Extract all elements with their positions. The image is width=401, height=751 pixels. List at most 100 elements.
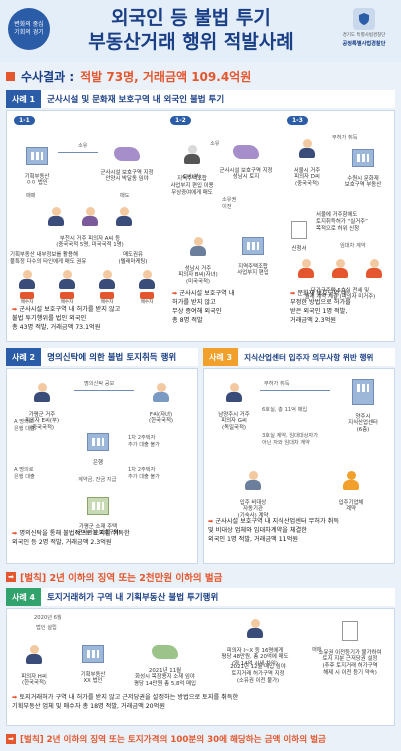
c11-right-note: 매도권유 (텔레마케팅) [118, 252, 148, 265]
arrow-right-icon: ➡ [290, 290, 298, 297]
c4-suspect: 피의자 H씨 (한국국적) [10, 638, 58, 687]
c4-corp: 기획부동산 XX 법인 [66, 638, 120, 685]
case4-tag: 사례 4 [6, 588, 42, 606]
buyer-2: 매수자 [52, 270, 82, 306]
case1-tag: 사례 1 [6, 90, 42, 108]
penalty-1: ➡ [벌칙] 2년 이하의 징역 또는 2천만원 이하의 벌금 [6, 568, 395, 586]
c4-split: 피의자 I~X 등 16명에게 평당 48만원, 총 20억에 매도 (약 14… [208, 612, 302, 668]
c3-tenant2: 입주기업체 계약 [318, 464, 384, 513]
c4-pay-label: 매매 [312, 647, 322, 653]
building-icon [26, 146, 48, 165]
result-label: 수사결과 : [21, 69, 75, 84]
c12-owner-label: 소유 [210, 141, 220, 147]
c4-year-label: 법인 설립 [36, 625, 57, 631]
forest-land-icon [152, 644, 178, 659]
c3-suspect: 남양주시 거주 피의자 G씨 (독일국적) [208, 376, 260, 432]
case1-note-1: ➡ 군사시설 보호구역 내 허가를 받지 않고 불법 투기행위를 법인 외국인 … [12, 306, 121, 331]
case2-tag: 사례 2 [6, 348, 42, 366]
arrow-right-icon: ➡ [12, 306, 20, 313]
arrow-right-icon: ➡ [6, 734, 16, 744]
step-1-1: 1-1 [14, 116, 35, 125]
case3-tag: 사례 3 [203, 348, 239, 366]
c11-left-note: 기획부동산 내부정보를 활용해 불특정 다수의 타인에게 매도 권유 [10, 252, 87, 265]
case3-title: 지식산업센터 입주자 의무사항 위반 행위 [244, 352, 374, 362]
case2-title: 명의신탁에 의한 불법 토지취득 행위 [47, 353, 177, 363]
c3-rent2-label: 3호실 계약, 임대대상자가 아닌 자와 임대차 계약 [262, 433, 318, 446]
bank-icon [87, 432, 109, 451]
c4-victims: 소유권 이전등기가 불가하여 토지 지분 근저당권 설정 (추후 토지거래 허가… [306, 614, 394, 677]
c11-sell-label: 매매 [26, 193, 36, 199]
person-icon [153, 382, 169, 403]
person-icon [299, 138, 315, 159]
c13-rent-label: 임대차 계약 [340, 243, 366, 249]
c2-father: 가평군 거주 피의자 E씨(부) (중국국적) [12, 376, 72, 432]
heritage-building-icon [352, 148, 374, 167]
c4-sold: 2021년 12월 매입 임야 토지거래 허가구역 지정 (소유권 이전 불가) [230, 664, 286, 684]
person-icon [247, 618, 263, 639]
gyeonggi-slogan-badge: 변화의 중심 기회의 경기 [8, 8, 50, 50]
c13-apply: 신청서 [286, 214, 312, 252]
arrow-icon [260, 390, 330, 391]
c11-corp: 기획부동산 ㅇㅇ 법인 [14, 140, 60, 187]
org-name: 공정특별사법경찰단 [342, 41, 386, 47]
case1-title: 군사시설 및 문화재 보호구역 내 외국인 불법 투기 [47, 95, 225, 105]
title-line-2: 부동산거래 행위 적발사례 [88, 31, 294, 53]
case1-header: 사례 1 군사시설 및 문화재 보호구역 내 외국인 불법 투기 [6, 90, 395, 108]
square-bullet-icon [6, 71, 15, 81]
c3-buy-label: 무허가 취득 [264, 381, 290, 387]
case3-note: ➡ 군사시설 보호구역 내 지식산업센터 무허가 취득 및 비대상 업체와 임대… [208, 518, 340, 543]
case2-note: ➡ 명의신탁을 통해 불법적으로 토지를 취득한 외국인 등 2명 적발, 거래… [12, 530, 130, 546]
title-line-1: 외국인 등 불법 투기 [111, 7, 271, 29]
c3-tenant1: 입주 비대상 자동기관 (기숙사) 계약 [220, 464, 286, 520]
c2-land: 가평군 소재 주택 (군사시설 보호구역) [56, 490, 140, 537]
c2-mortgage-a: A 명의로 은행 대출 [14, 419, 35, 432]
c2-loan-note: 1차 2주택자 추가 대출 불가 [128, 435, 160, 448]
case4-header: 사례 4 토지거래허가 구역 내 기획부동산 불법 투기행위 [6, 588, 395, 606]
worker-icon [343, 470, 359, 491]
tenant-person-icon [245, 470, 261, 491]
c13-buy-label: 무허가 취득 [332, 135, 358, 141]
arrow-right-icon: ➡ [172, 290, 180, 297]
land-icon [114, 146, 140, 161]
case1-note-3: ➡ 문화재 보호구역 내 부정한 방법으로 허가를 받은 외국인 1명 적발, … [290, 290, 351, 324]
house-icon [87, 496, 109, 515]
c2-bank: 은행 [80, 426, 116, 466]
c12-coop: 지역주택조합 사업부지 편입 [228, 230, 278, 277]
person-icon [190, 236, 206, 257]
c12-note1: 지역주택조합 사업부지 편입 이용 무상증여에게 매도 [170, 176, 214, 196]
apartment-icon [242, 236, 264, 255]
buyer-1: 매수자 [12, 270, 42, 306]
office-building-icon [352, 378, 374, 405]
person-icon [184, 144, 200, 165]
c13-apply-note: 서울에 거주함에도 토지취득허가 “실거주” 목적으로 허위 신청 [316, 212, 368, 232]
person-icon [34, 382, 50, 403]
contract-document-icon [342, 620, 358, 641]
penalty-2: ➡ [벌칙] 2년 이하의 징역 또는 토지가격의 100분의 30에 해당하는… [6, 730, 395, 748]
arrow-right-icon: ➡ [208, 518, 216, 525]
c12-land: 군사시설 보호구역 지정 성남시 토지 [212, 138, 280, 181]
c2-trust-label: 명의신탁 공모 [84, 381, 115, 387]
c12-buyer: 성남시 거주 피의자 B씨(자녀) (미국국적) [172, 230, 224, 286]
person-icon [26, 644, 42, 665]
police-emblem-icon [353, 8, 375, 30]
case4-title: 토지거래허가 구역 내 기획부동산 불법 투기행위 [47, 593, 219, 603]
c2-contract-label: 계약금, 잔금 지급 [78, 477, 117, 483]
buyer-group-icon [40, 206, 140, 229]
c11-sell2-label: 매도 [120, 193, 130, 199]
c11-land: 군사시설 보호구역 지정 안양시 박달동 임야 [92, 140, 162, 183]
arrow-icon [74, 390, 134, 391]
arrow-right-icon: ➡ [12, 694, 20, 701]
c12-seller: C씨(부) [172, 138, 212, 180]
case2-header: 사례 2 명의신탁에 의한 불법 토지취득 행위 [6, 348, 198, 366]
arrow-icon [58, 152, 98, 153]
land-icon [233, 144, 259, 159]
step-1-3: 1-3 [287, 116, 308, 125]
tenant-group-icon [290, 258, 390, 281]
c11-buyers: 부천시 거주 피의자 A씨 등 (중국국적 5명, 미국국적 1명) [40, 200, 140, 249]
document-icon [291, 220, 307, 239]
case1-note-2: ➡ 군사시설 보호구역 내 허가를 받지 않고 무상 증여해 외국인 총 8명 … [172, 290, 235, 324]
c13-tenants: 다가구주택 5호실 전세 및 월세 계약 체결 (피의자 미거주) [290, 252, 390, 301]
investigation-result: 수사결과 : 적발 73명, 거래금액 109.4억원 [6, 66, 395, 86]
person-icon [226, 382, 242, 403]
c2-loan-note-2: 1차 2주택자 추가 대출 불가 [128, 467, 160, 480]
